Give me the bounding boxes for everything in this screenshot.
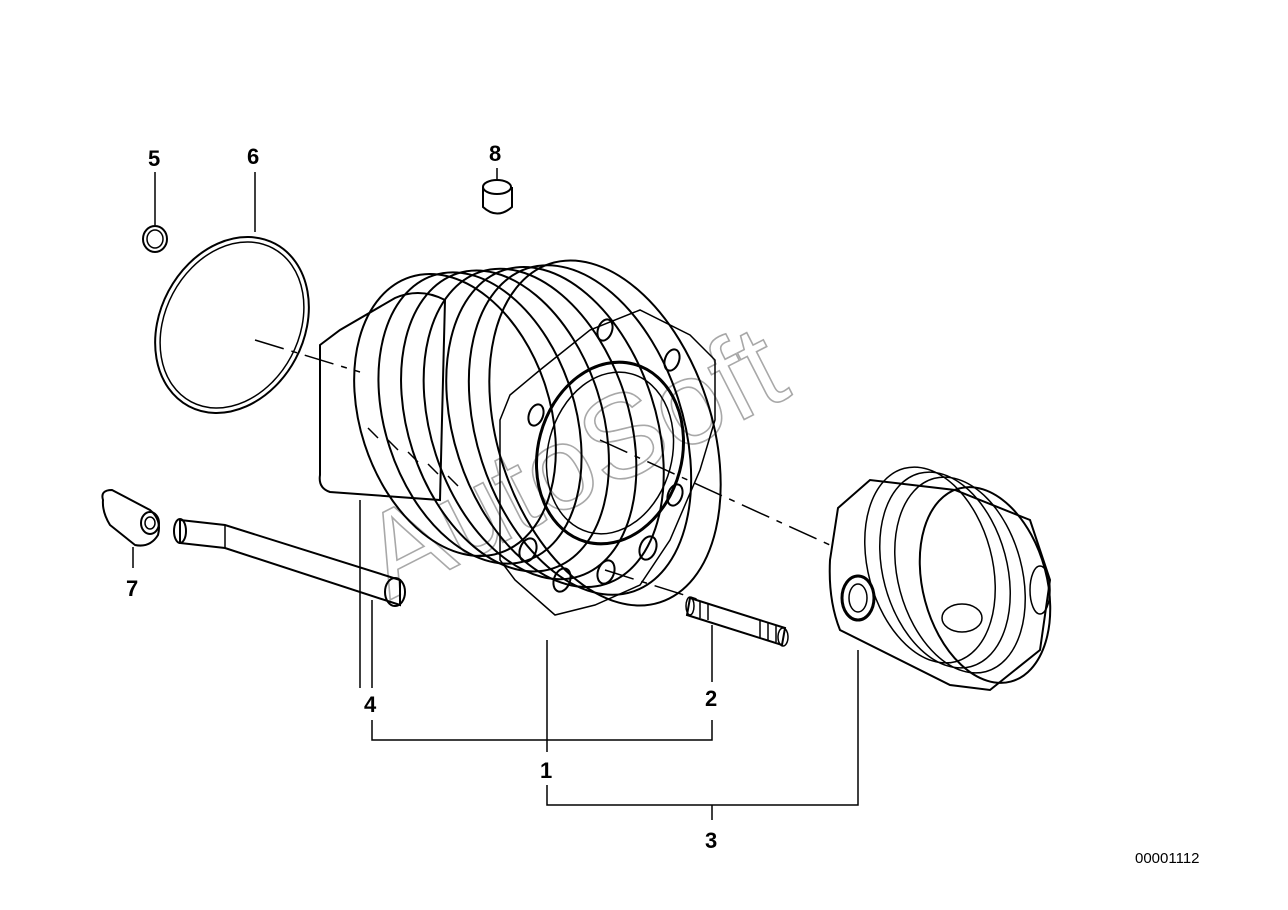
o-ring-part-6 — [154, 236, 310, 414]
watermark: AutoSoft — [342, 300, 805, 623]
callout-8: 8 — [489, 141, 501, 166]
cylinder-part-1 — [318, 259, 722, 616]
callout-1: 1 — [540, 758, 552, 783]
callout-5: 5 — [148, 146, 160, 171]
callout-2: 2 — [705, 686, 717, 711]
callout-3: 3 — [705, 828, 717, 853]
callout-4: 4 — [364, 692, 377, 717]
cap-part-8 — [482, 179, 513, 215]
callout-6: 6 — [247, 144, 259, 169]
alignment-axis — [254, 339, 831, 601]
tube-part-4 — [173, 518, 406, 607]
leader-lines — [132, 168, 859, 820]
stud-part-2 — [685, 596, 789, 647]
diagram-number: 00001112 — [1135, 850, 1200, 867]
callout-7: 7 — [126, 576, 138, 601]
fitting-part-7 — [101, 488, 160, 547]
piston-part-3 — [828, 466, 1052, 692]
sealing-ring-part-5 — [142, 225, 168, 253]
